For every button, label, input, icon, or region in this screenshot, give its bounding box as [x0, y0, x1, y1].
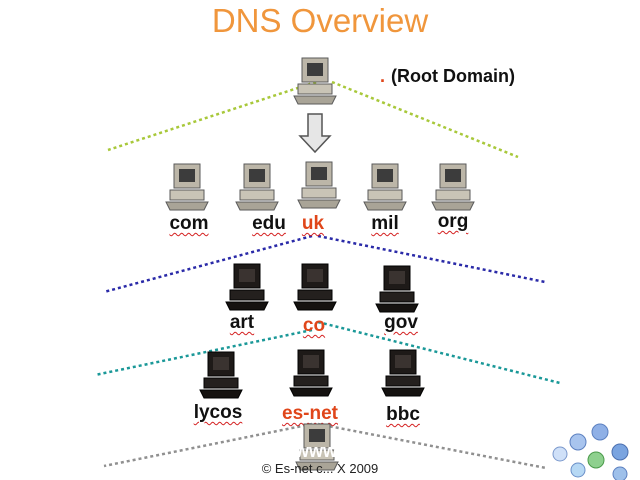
- down-arrow-icon: [298, 113, 332, 154]
- line-uk-left: [103, 234, 313, 294]
- tld-label-com: com: [169, 213, 209, 234]
- tld-label-uk: uk: [301, 213, 325, 234]
- domain-computer-icon: [225, 263, 269, 311]
- domain-computer-icon: [293, 263, 337, 311]
- tld-computer-icon: [431, 163, 475, 211]
- domain-label-art: art: [229, 312, 255, 333]
- domain-label-bbc: bbc: [386, 404, 420, 425]
- line-root-right: [331, 80, 519, 159]
- copyright-footer: © Es-net c... X 2009: [261, 461, 379, 476]
- domain-computer-icon: [375, 265, 419, 313]
- domain-computer-icon: [381, 349, 425, 397]
- tld-computer-icon: [235, 163, 279, 211]
- line-esnet-right: [317, 422, 547, 470]
- host-computer-icon: [295, 423, 339, 471]
- bubbles-decoration: [552, 423, 629, 480]
- tld-computer-icon: [363, 163, 407, 211]
- domain-label-gov: gov: [384, 312, 418, 333]
- tld-computer-icon: [297, 161, 341, 209]
- line-root-left: [107, 80, 317, 152]
- host-label-www: www: [294, 441, 337, 461]
- tld-label-org: org: [437, 211, 469, 232]
- domain-computer-icon: [289, 349, 333, 397]
- domain-label-lycos: lycos: [193, 402, 243, 423]
- tld-label-edu: edu: [252, 213, 286, 234]
- domain-computer-icon: [199, 351, 243, 399]
- domain-label-co: co: [302, 315, 326, 336]
- domain-label-es-net: es-net: [282, 403, 338, 424]
- root-server-computer-icon: [293, 57, 337, 105]
- line-co-left: [94, 328, 313, 377]
- tld-computer-icon: [165, 163, 209, 211]
- line-uk-right: [317, 234, 546, 284]
- line-esnet-left: [103, 422, 313, 468]
- tld-label-mil: mil: [371, 213, 399, 234]
- root-domain-label: .(Root Domain): [380, 66, 515, 86]
- slide-title: DNS Overview: [211, 2, 429, 39]
